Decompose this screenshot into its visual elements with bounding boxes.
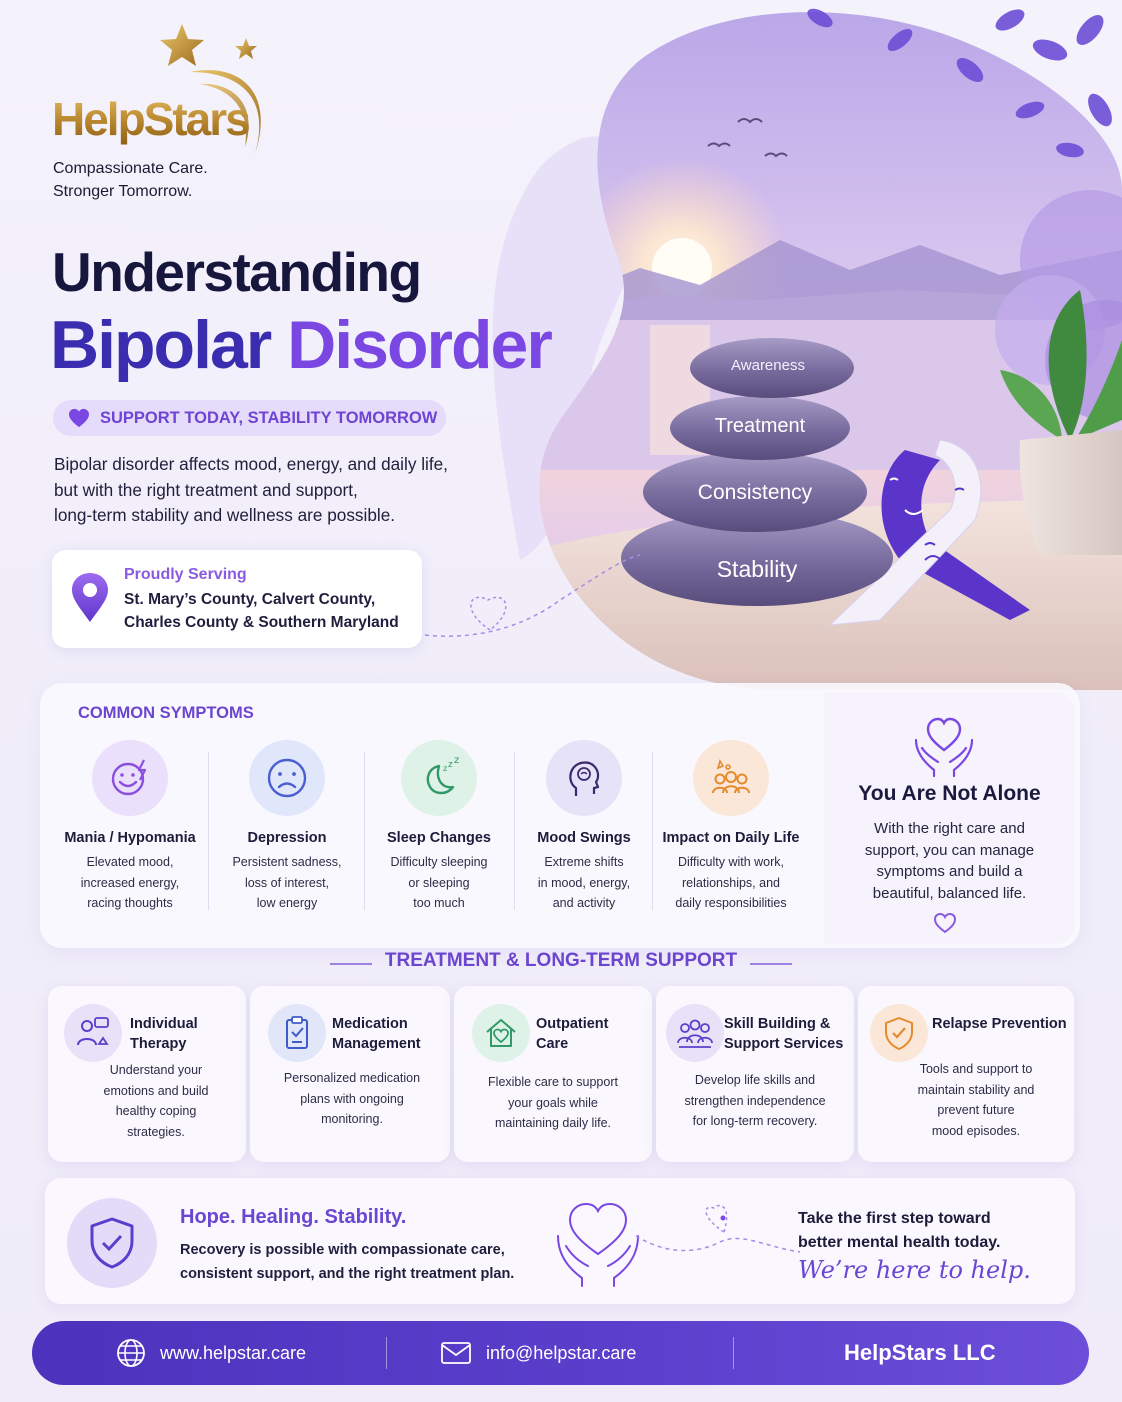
moon-zzz-icon: z z z (401, 740, 477, 816)
service-area-title: Proudly Serving (124, 566, 247, 583)
treatment-card: Skill Building & Support Services Develo… (656, 986, 854, 1162)
treatment-title: TREATMENT & LONG-TERM SUPPORT (384, 950, 738, 971)
service-area-line: Charles County & Southern Maryland (124, 614, 399, 631)
symptom-item: Mania / Hypomania Elevated mood, increas… (48, 740, 212, 914)
stone-label-consistency: Consistency (697, 481, 813, 504)
treatment-card: Medication Management Personalized medic… (250, 986, 450, 1162)
service-area-card: Proudly Serving St. Mary’s County, Calve… (52, 550, 422, 648)
treatment-card: Outpatient Care Flexible care to support… (454, 986, 652, 1162)
excited-face-icon (92, 740, 168, 816)
shield-check-icon (870, 1004, 928, 1062)
company-name: HelpStars LLC (844, 1340, 996, 1365)
clipboard-pill-icon (268, 1004, 326, 1062)
slogan-pill: SUPPORT TODAY, STABILITY TOMORROW (53, 400, 446, 436)
page-title-line2: Bipolar Disorder (50, 307, 553, 383)
shield-check-icon (67, 1198, 157, 1288)
website-link[interactable]: www.helpstar.care (116, 1321, 306, 1385)
star-logo-icon (160, 24, 261, 154)
divider (733, 1337, 734, 1369)
hands-heart-icon (557, 1202, 801, 1287)
not-alone-text: With the right care and support, you can… (864, 820, 1035, 903)
therapy-chat-icon (64, 1004, 122, 1062)
group-support-icon (666, 1004, 724, 1062)
symptom-item: z z z Sleep Changes Difficulty sleeping … (366, 740, 512, 914)
hope-banner (45, 1178, 1075, 1304)
page-title-line1: Understanding (52, 241, 422, 303)
email-link[interactable]: info@helpstar.care (440, 1321, 636, 1385)
heart-icon (69, 408, 89, 428)
symptom-item: Depression Persistent sadness, loss of i… (212, 740, 362, 914)
divider (208, 752, 209, 910)
hero-illustration (424, 8, 1122, 691)
house-heart-icon (472, 1004, 530, 1062)
footer-bar: www.helpstar.care info@helpstar.care Hel… (32, 1321, 1089, 1385)
not-alone-panel (824, 692, 1075, 944)
hands-heart-icon (914, 717, 974, 778)
divider (330, 963, 372, 965)
mail-icon (441, 1342, 471, 1364)
sad-face-icon (249, 740, 325, 816)
heart-outline-icon (933, 912, 957, 934)
divider (364, 752, 365, 910)
stone-label-treatment: Treatment (714, 415, 806, 437)
divider (514, 752, 515, 910)
treatment-card: Relapse Prevention Tools and support to … (858, 986, 1074, 1162)
symptom-item: Mood Swings Extreme shifts in mood, ener… (516, 740, 652, 914)
not-alone-title: You Are Not Alone (858, 782, 1041, 805)
divider (750, 963, 792, 965)
symptoms-title: COMMON SYMPTOMS (78, 704, 254, 722)
hope-title: Hope. Healing. Stability. (180, 1206, 407, 1228)
svg-text:z: z (454, 756, 459, 766)
cta-text: Take the first step toward better mental… (798, 1210, 1001, 1251)
treatment-card: Individual Therapy Understand your emoti… (48, 986, 246, 1162)
divider (386, 1337, 387, 1369)
svg-text:z: z (443, 764, 447, 773)
people-group-icon (693, 740, 769, 816)
brand-logo: HelpStars (52, 93, 251, 145)
service-area-line: St. Mary’s County, Calvert County, (124, 591, 376, 608)
svg-text:z: z (448, 760, 453, 770)
intro-paragraph: Bipolar disorder affects mood, energy, a… (54, 454, 448, 526)
location-pin-icon (72, 573, 108, 622)
stone-label-stability: Stability (716, 556, 798, 582)
stone-label-awareness: Awareness (731, 357, 805, 374)
hope-text: Recovery is possible with compassionate … (180, 1242, 515, 1282)
divider (652, 752, 653, 910)
head-mind-icon (546, 740, 622, 816)
globe-icon (117, 1339, 145, 1367)
cta-script: We’re here to help. (798, 1256, 1031, 1284)
symptom-item: Impact on Daily Life Difficulty with wor… (656, 740, 806, 914)
brand-tagline: Compassionate Care. Stronger Tomorrow. (53, 160, 208, 200)
